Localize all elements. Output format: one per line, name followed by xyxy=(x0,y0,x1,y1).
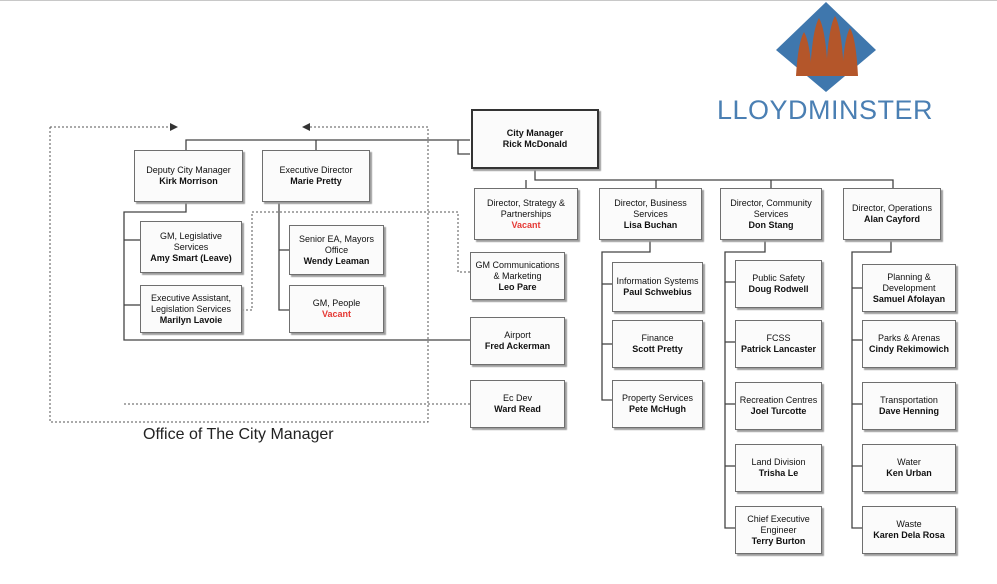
node-director-operations[interactable]: Director, Operations Alan Cayford xyxy=(843,188,941,240)
node-name: Alan Cayford xyxy=(863,214,920,224)
node-role: Transportation xyxy=(880,395,938,405)
node-role: Waste xyxy=(896,519,922,529)
node-fcss[interactable]: FCSS Patrick Lancaster xyxy=(735,320,822,368)
node-name: Wendy Leaman xyxy=(303,255,370,266)
node-name: Terry Burton xyxy=(751,535,806,546)
node-role: Recreation Centres xyxy=(739,395,818,405)
node-city-manager[interactable]: City Manager Rick McDonald xyxy=(471,109,599,169)
node-deputy-city-manager[interactable]: Deputy City Manager Kirk Morrison xyxy=(134,150,243,202)
node-role: Director, Business Services xyxy=(614,197,687,219)
node-parks-arenas[interactable]: Parks & Arenas Cindy Rekimowich xyxy=(862,320,956,368)
node-name: Pete McHugh xyxy=(628,404,686,414)
node-role: GM Communications & Marketing xyxy=(475,259,560,281)
node-executive-director[interactable]: Executive Director Marie Pretty xyxy=(262,150,370,202)
node-role: Chief Executive Engineer xyxy=(747,513,810,535)
node-role: Land Division xyxy=(751,457,806,467)
node-chief-executive-engineer[interactable]: Chief Executive Engineer Terry Burton xyxy=(735,506,822,554)
node-gm-communications[interactable]: GM Communications & Marketing Leo Pare xyxy=(470,252,565,300)
node-name: Rick McDonald xyxy=(502,139,568,149)
top-divider xyxy=(0,0,997,1)
node-role: GM, People xyxy=(312,298,361,308)
node-role: Director, Community Services xyxy=(730,197,812,219)
node-director-community[interactable]: Director, Community Services Don Stang xyxy=(720,188,822,240)
node-waste[interactable]: Waste Karen Dela Rosa xyxy=(862,506,956,554)
node-recreation-centres[interactable]: Recreation Centres Joel Turcotte xyxy=(735,382,822,430)
node-name-vacant: Vacant xyxy=(511,219,541,230)
node-name: Lisa Buchan xyxy=(623,219,678,230)
node-role: Parks & Arenas xyxy=(877,333,941,343)
node-finance[interactable]: Finance Scott Pretty xyxy=(612,320,703,368)
node-airport[interactable]: Airport Fred Ackerman xyxy=(470,317,565,365)
node-name-vacant: Vacant xyxy=(321,309,352,319)
node-name: Ken Urban xyxy=(886,468,932,478)
node-role: Executive Director xyxy=(279,165,353,175)
node-role: Ec Dev xyxy=(502,393,532,403)
node-name: Trisha Le xyxy=(758,468,799,478)
node-land-division[interactable]: Land Division Trisha Le xyxy=(735,444,822,492)
node-role: Director, Operations xyxy=(851,203,933,213)
node-information-systems[interactable]: Information Systems Paul Schwebius xyxy=(612,262,703,312)
node-name: Doug Rodwell xyxy=(748,284,809,294)
node-role: Water xyxy=(897,457,921,467)
node-role: Public Safety xyxy=(752,273,805,283)
node-gm-legislative[interactable]: GM, Legislative Services Amy Smart (Leav… xyxy=(140,221,242,273)
node-name: Cindy Rekimowich xyxy=(868,344,949,354)
node-gm-people[interactable]: GM, People Vacant xyxy=(289,285,384,333)
node-name: Don Stang xyxy=(748,219,794,230)
node-name: Marilyn Lavoie xyxy=(159,314,223,325)
node-role: Director, Strategy & Partnerships xyxy=(486,197,566,219)
node-role: Airport xyxy=(504,330,531,340)
node-name: Ward Read xyxy=(494,404,541,414)
node-name: Fred Ackerman xyxy=(484,341,551,351)
logo-wordmark: LLOYDMINSTER xyxy=(717,95,934,125)
node-name: Amy Smart (Leave) xyxy=(150,252,232,263)
node-public-safety[interactable]: Public Safety Doug Rodwell xyxy=(735,260,822,308)
node-name: Patrick Lancaster xyxy=(740,344,817,354)
node-name: Marie Pretty xyxy=(290,176,342,186)
node-role: Finance xyxy=(641,333,674,343)
node-role: GM, Legislative Services xyxy=(159,230,223,252)
node-name: Leo Pare xyxy=(498,281,537,292)
lloydminster-logo-icon xyxy=(776,2,876,92)
node-role: City Manager xyxy=(506,128,564,138)
node-name: Dave Henning xyxy=(878,406,939,416)
node-role: Property Services xyxy=(621,393,694,403)
node-role: FCSS xyxy=(766,333,791,343)
node-water[interactable]: Water Ken Urban xyxy=(862,444,956,492)
node-role: Information Systems xyxy=(616,276,699,286)
node-role: Executive Assistant, Legislation Service… xyxy=(150,292,232,314)
node-name: Paul Schwebius xyxy=(623,287,692,297)
node-role: Planning & Development xyxy=(882,271,936,293)
node-name: Joel Turcotte xyxy=(750,406,807,416)
node-name: Karen Dela Rosa xyxy=(873,530,945,540)
node-name: Kirk Morrison xyxy=(159,176,218,186)
node-director-strategy[interactable]: Director, Strategy & Partnerships Vacant xyxy=(474,188,578,240)
node-senior-ea[interactable]: Senior EA, Mayors Office Wendy Leaman xyxy=(289,225,384,275)
node-property-services[interactable]: Property Services Pete McHugh xyxy=(612,380,703,428)
node-director-business[interactable]: Director, Business Services Lisa Buchan xyxy=(599,188,702,240)
node-role: Deputy City Manager xyxy=(146,165,231,175)
node-ec-dev[interactable]: Ec Dev Ward Read xyxy=(470,380,565,428)
node-name: Samuel Afolayan xyxy=(872,293,946,304)
node-role: Senior EA, Mayors Office xyxy=(298,233,375,255)
node-planning-development[interactable]: Planning & Development Samuel Afolayan xyxy=(862,264,956,312)
node-ea-legislation[interactable]: Executive Assistant, Legislation Service… xyxy=(140,285,242,333)
node-transportation[interactable]: Transportation Dave Henning xyxy=(862,382,956,430)
node-name: Scott Pretty xyxy=(632,344,683,354)
office-caption: Office of The City Manager xyxy=(143,426,334,443)
